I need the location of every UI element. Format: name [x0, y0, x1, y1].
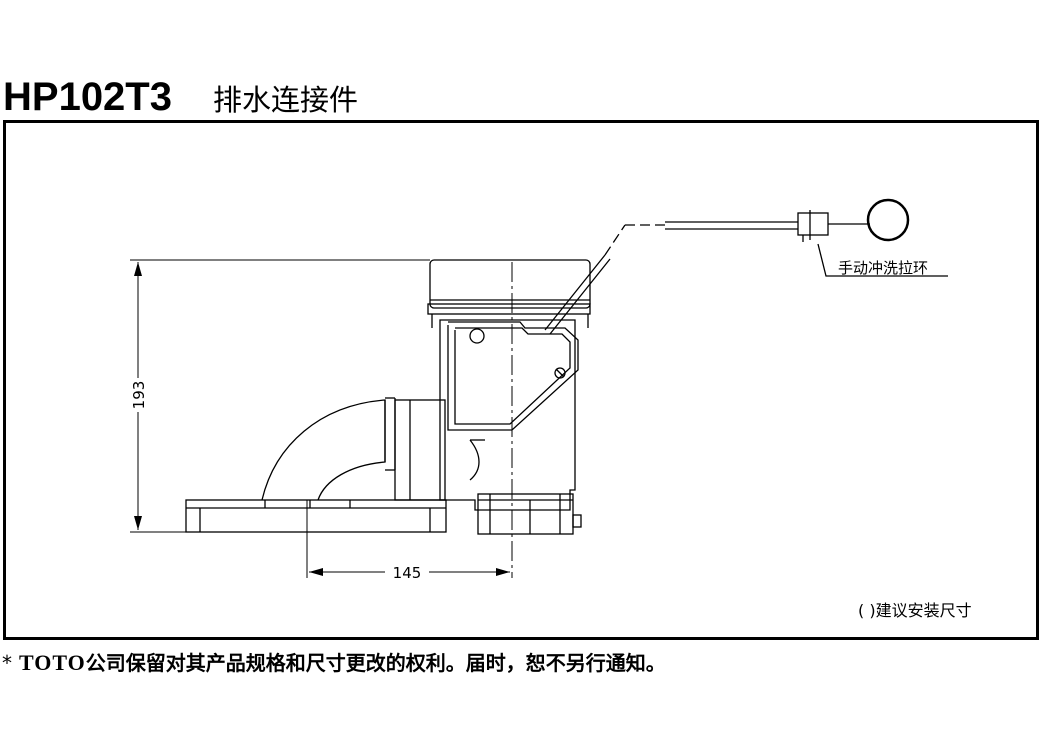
install-note: ( )建议安装尺寸 [858, 601, 972, 620]
product-name: 排水连接件 [213, 83, 359, 117]
model-number: HP102T3 [3, 75, 172, 119]
flush-cable [544, 254, 606, 331]
footer-disclaimer: * TOTO公司保留对其产品规格和尺寸更改的权利。届时，恕不另行通知。 [2, 648, 666, 678]
tank-body [439, 319, 576, 511]
handle-connector [797, 212, 829, 236]
bottom-outlet [477, 493, 574, 535]
base-plate [185, 499, 447, 533]
pull-ring [866, 198, 910, 242]
width-dimension-value: 145 [393, 564, 422, 582]
footer-text: 公司保留对其产品规格和尺寸更改的权利。届时，恕不另行通知。 [85, 651, 666, 675]
handle-label: 手动冲洗拉环 [838, 259, 928, 277]
footer-brand: TOTO [18, 650, 86, 675]
top-cap [429, 259, 591, 309]
connector-body [394, 399, 446, 501]
elbow-pipe [261, 399, 386, 501]
drawing-frame [3, 120, 1039, 640]
height-dimension-value: 193 [130, 381, 148, 410]
footer-star: * [2, 651, 12, 675]
